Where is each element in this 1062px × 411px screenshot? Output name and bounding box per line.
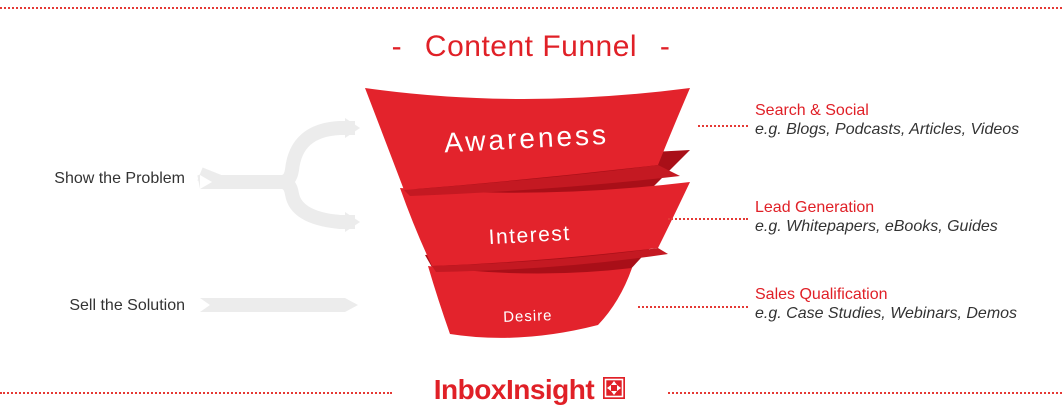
solution-arrow: [200, 298, 358, 312]
crosshair-logo-icon: [602, 376, 626, 405]
left-label-show-problem: Show the Problem: [20, 170, 185, 188]
channel-examples: e.g. Whitepapers, eBooks, Guides: [755, 217, 998, 237]
channel-examples: e.g. Case Studies, Webinars, Demos: [755, 304, 1017, 324]
leader-line-interest: [668, 218, 748, 220]
funnel-stage-desire: [428, 266, 632, 338]
brand-logo: InboxInsight: [420, 370, 640, 410]
channel-examples: e.g. Blogs, Podcasts, Articles, Videos: [755, 120, 1019, 140]
leader-line-desire: [638, 306, 748, 308]
brand-name: InboxInsight: [434, 374, 594, 406]
left-label-sell-solution: Sell the Solution: [20, 297, 185, 315]
bottom-dotted-divider-left: [0, 392, 392, 394]
problem-bracket: [200, 128, 355, 222]
channel-title: Lead Generation: [755, 198, 998, 217]
leader-line-awareness: [698, 125, 748, 127]
channel-title: Search & Social: [755, 101, 1019, 120]
channel-title: Sales Qualification: [755, 285, 1017, 304]
channel-block-search-social: Search & Social e.g. Blogs, Podcasts, Ar…: [755, 101, 1019, 140]
stage-label-desire: Desire: [503, 307, 553, 326]
channel-block-sales-qualification: Sales Qualification e.g. Case Studies, W…: [755, 285, 1017, 324]
bottom-dotted-divider-right: [668, 392, 1062, 394]
stage-label-interest: Interest: [488, 222, 571, 249]
channel-block-lead-generation: Lead Generation e.g. Whitepapers, eBooks…: [755, 198, 998, 237]
